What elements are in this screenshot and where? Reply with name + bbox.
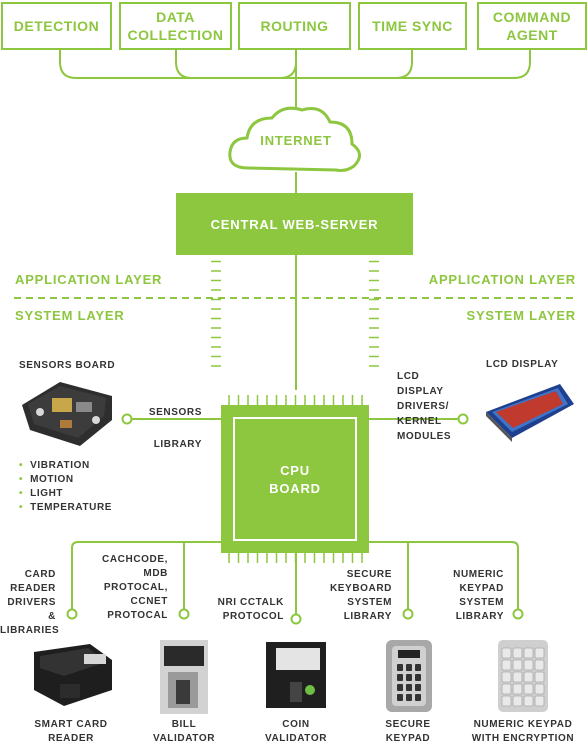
device-name-secure-keypad: SECURE KEYPAD: [385, 719, 431, 744]
device-name-coin-validator: COIN VALIDATOR: [264, 719, 328, 744]
device-name-smart-card-reader: SMART CARD READER: [34, 719, 108, 744]
numeric-keypad-icon: [498, 640, 548, 712]
cpu-board-label: CPU BOARD: [269, 463, 321, 496]
bill-validator-icon: [160, 640, 208, 714]
sensors-library-label: SENSORS LIBRARY: [148, 407, 202, 450]
cpu-chip: [221, 405, 369, 553]
internet-label: INTERNET: [260, 133, 332, 148]
card-reader-drivers-label: CARD READER DRIVERS & LIBRARIES: [0, 569, 60, 636]
bill-validator-protocol-label: CACHCODE, MDB PROTOCAL, CCNET PROTOCAL: [102, 554, 168, 621]
sensor-type-item: LIGHT: [19, 487, 112, 501]
sensor-types-list: VIBRATION MOTION LIGHT TEMPERATURE: [19, 459, 112, 515]
sensor-type-item: VIBRATION: [19, 459, 112, 473]
central-web-server-box: CENTRAL WEB-SERVER: [176, 193, 413, 255]
numeric-keypad-library-label: NUMERIC KEYPAD SYSTEM LIBRARY: [453, 569, 504, 622]
top-box-detection: DETECTION: [1, 2, 112, 50]
coin-validator-icon: [266, 642, 326, 708]
sensors-board-title: SENSORS BOARD: [19, 360, 116, 371]
device-name-bill-validator: BILL VALIDATOR: [152, 719, 216, 744]
system-layer-left: SYSTEM LAYER: [15, 308, 125, 323]
top-box-routing: ROUTING: [238, 2, 351, 50]
sensor-type-item: TEMPERATURE: [19, 501, 112, 515]
secure-keyboard-library-label: SECURE KEYBOARD SYSTEM LIBRARY: [329, 569, 392, 622]
bottom-connector-dots: [66, 608, 524, 625]
application-layer-right: APPLICATION LAYER: [428, 272, 576, 287]
top-box-command-agent: COMMAND AGENT: [477, 2, 587, 50]
lcd-connector-dot: [457, 413, 469, 425]
sensor-type-item: MOTION: [19, 473, 112, 487]
lcd-display-icon: [486, 384, 574, 442]
system-layer-right: SYSTEM LAYER: [466, 308, 576, 323]
top-box-data-collection: DATA COLLECTION: [119, 2, 232, 50]
application-layer-left: APPLICATION LAYER: [15, 272, 163, 287]
smart-card-reader-icon: [34, 644, 112, 706]
coin-validator-protocol-label: NRI CCTALK PROTOCOL: [217, 597, 284, 622]
sensors-board-icon: [22, 382, 112, 446]
top-connectors: [59, 50, 531, 390]
internet-cloud-icon: [228, 106, 361, 172]
sensors-connector-dot: [121, 413, 133, 425]
bottom-connectors: [71, 541, 519, 615]
cpu-core: [233, 417, 357, 541]
top-box-time-sync: TIME SYNC: [358, 2, 467, 50]
secure-keypad-icon: [386, 640, 432, 712]
device-name-numeric-keypad: NUMERIC KEYPAD WITH ENCRYPTION: [471, 719, 575, 744]
lcd-display-title: LCD DISPLAY: [486, 359, 559, 370]
lcd-drivers-label: LCD DISPLAY DRIVERS/ KERNEL MODULES: [397, 371, 452, 442]
